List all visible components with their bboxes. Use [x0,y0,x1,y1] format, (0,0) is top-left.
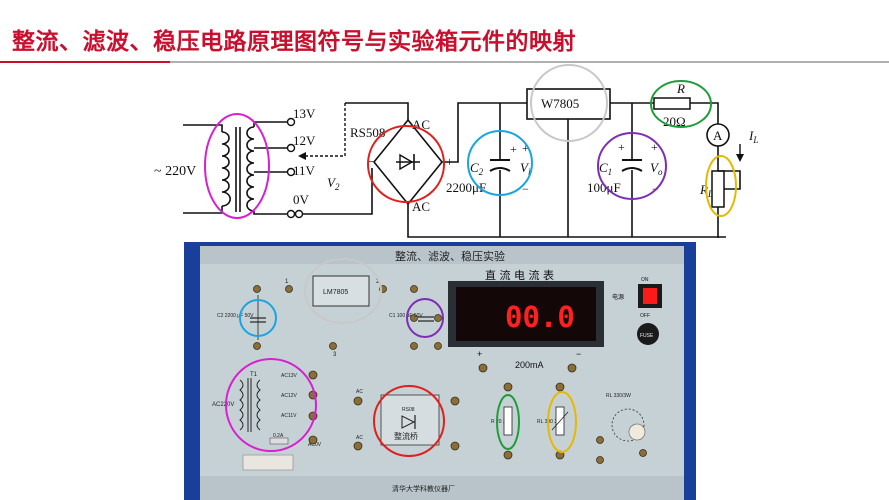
vo-label: Vo [650,160,663,177]
ammeter [706,123,730,147]
resistor-r [653,97,691,110]
panel-power-label: 电源 [612,293,624,301]
tap-label-0v: 0V [293,192,310,207]
panel-meter-screen [456,287,596,341]
panel-lm7805-label: LM7805 [323,289,348,296]
panel-fuse-label: FUSE [640,333,654,339]
panel-binding-posts [253,285,442,350]
panel-off-label: OFF [640,313,650,319]
c1-plus: + [618,140,625,154]
rl-label: RL [699,182,713,199]
bridge-ac-bottom: AC [412,199,430,214]
highlight-r [650,80,712,128]
panel-ac-bottom: AC [356,435,363,441]
current-arrow [736,154,744,162]
panel-highlight-c1 [406,298,444,338]
panel-meter-minus: − [576,349,581,359]
highlight-rl [705,155,737,217]
panel-fuse-rating: 0.2A [273,433,284,439]
panel-rl-part: RL 330 3W [537,419,562,425]
tap-terminal [294,209,304,219]
panel-tap-11v: AC11V [281,413,297,419]
panel-title: 整流、滤波、稳压实验 [395,249,505,263]
vo-plus: + [651,140,658,154]
panel-plug [242,454,294,471]
regulator-w7805 [526,88,611,120]
highlight-regulator [530,64,608,142]
panel-tap-13v: AC13V [281,373,298,379]
panel-bridge-part: RS08 [402,407,415,413]
tap-label-12v: 12V [293,133,316,148]
tap-label-13v: 13V [293,106,316,121]
panel-meter-title: 直 流 电 流 表 [485,268,554,282]
highlight-bridge [367,125,445,203]
input-voltage-label: ~ 220V [154,164,196,179]
panel-pin-1: 1 [285,279,289,285]
bridge-part-label: RS508 [350,125,385,140]
ammeter-label: A [713,128,723,143]
panel-meter-range: 200mA [515,360,544,370]
panel-maker: 清华大学科教仪器厂 [392,484,455,493]
title-divider [0,61,889,63]
panel-fuse [637,323,659,345]
panel-meter-display: 00.0 [505,300,575,334]
tap-terminal [286,117,296,127]
vi-minus: − [522,182,529,196]
tap-selector-arrow [298,152,306,160]
tap-terminal [286,209,296,219]
panel-pin-3: 3 [333,352,337,358]
highlight-c2 [467,130,533,196]
panel-highlight-transformer [225,358,317,452]
panel-on-label: ON [641,277,649,283]
c2-plus: + [510,142,517,156]
panel-ac-top: AC [356,389,363,395]
regulator-label: W7805 [541,96,579,111]
v2-label: V2 [327,175,340,192]
panel-pot-knob [628,423,646,441]
c1-value: 100μF [587,180,621,195]
title-divider-accent [0,61,170,63]
r-label: R [676,81,685,96]
panel-meter-plus: + [477,349,482,359]
panel-highlight-c2 [239,299,277,337]
tap-terminal [286,143,296,153]
vi-label: Vi [520,160,531,177]
panel-bridge-label: 整流桥 [394,431,418,441]
il-label: IL [748,128,758,145]
panel-pot-dial [611,408,645,442]
panel-highlight-rl [547,391,577,453]
panel-t1-label: T1 [250,372,258,378]
tap-label-11v: 11V [293,163,316,178]
panel-highlight-bridge [373,385,445,457]
highlight-transformer [204,113,270,219]
panel-tap-12v: AC12V [281,393,298,399]
panel-r-part: R 20 2W [491,419,511,425]
bridge-minus: − [367,154,374,169]
panel-c2-label: C2 2200 μF 50V [217,313,254,319]
capacitor-c1 [621,103,643,237]
slide-title: 整流、滤波、稳压电路原理图符号与实验箱元件的映射 [12,29,576,55]
vi-plus: + [522,141,529,155]
panel-tap-0v: AC0V [308,442,322,448]
c2-label: C2 [470,160,484,177]
panel-pin-2: 2 [376,279,380,285]
tap-terminal [286,167,296,177]
c1-label: C1 [599,160,612,177]
panel-pot-label: RL 330/3W [606,393,631,399]
panel-highlight-r [496,394,520,450]
panel-input-label: AC220V [212,402,234,408]
panel-highlight-regulator [304,258,382,324]
panel-bridge-box [380,394,440,446]
panel-regulator-lm7805 [312,275,370,307]
highlight-c1 [597,132,667,200]
